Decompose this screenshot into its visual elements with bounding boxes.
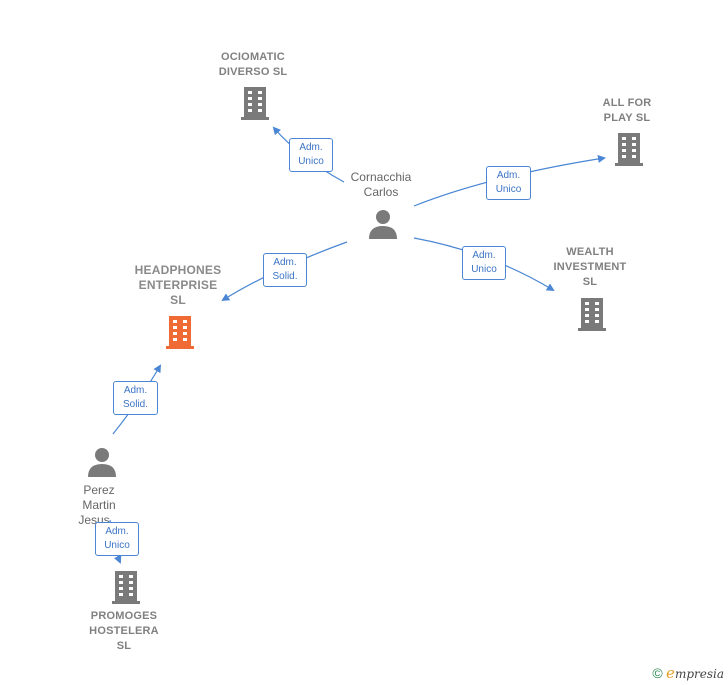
company-label-promoges[interactable]: PROMOGES HOSTELERA SL xyxy=(89,610,159,652)
role-badge-adm-unico[interactable]: Adm. Unico xyxy=(289,138,333,172)
role-badge-adm-solid[interactable]: Adm. Solid. xyxy=(263,253,307,287)
building-icon[interactable] xyxy=(110,569,142,605)
building-icon[interactable] xyxy=(613,131,645,167)
building-icon[interactable] xyxy=(164,314,196,350)
brand-logo: © empresia xyxy=(652,664,724,682)
person-icon[interactable] xyxy=(367,208,399,240)
brand-initial: e xyxy=(666,664,675,682)
role-badge-adm-solid[interactable]: Adm. Solid. xyxy=(113,381,158,415)
company-label-allforplay[interactable]: ALL FOR PLAY SL xyxy=(602,97,652,124)
company-label-wealth[interactable]: WEALTH INVESTMENT SL xyxy=(553,246,627,288)
copyright-symbol: © xyxy=(652,665,663,681)
person-label-cornacchia[interactable]: Cornacchia Carlos xyxy=(350,170,412,199)
company-label-ociomatic[interactable]: OCIOMATIC DIVERSO SL xyxy=(218,51,288,78)
building-icon[interactable] xyxy=(576,296,608,332)
building-icon[interactable] xyxy=(239,85,271,121)
role-badge-adm-unico[interactable]: Adm. Unico xyxy=(486,166,531,200)
person-icon[interactable] xyxy=(86,446,118,478)
role-badge-adm-unico[interactable]: Adm. Unico xyxy=(95,522,139,556)
role-badge-adm-unico[interactable]: Adm. Unico xyxy=(462,246,506,280)
company-label-headphones[interactable]: HEADPHONES ENTERPRISE SL xyxy=(134,263,222,307)
brand-name: mpresia xyxy=(674,667,724,681)
